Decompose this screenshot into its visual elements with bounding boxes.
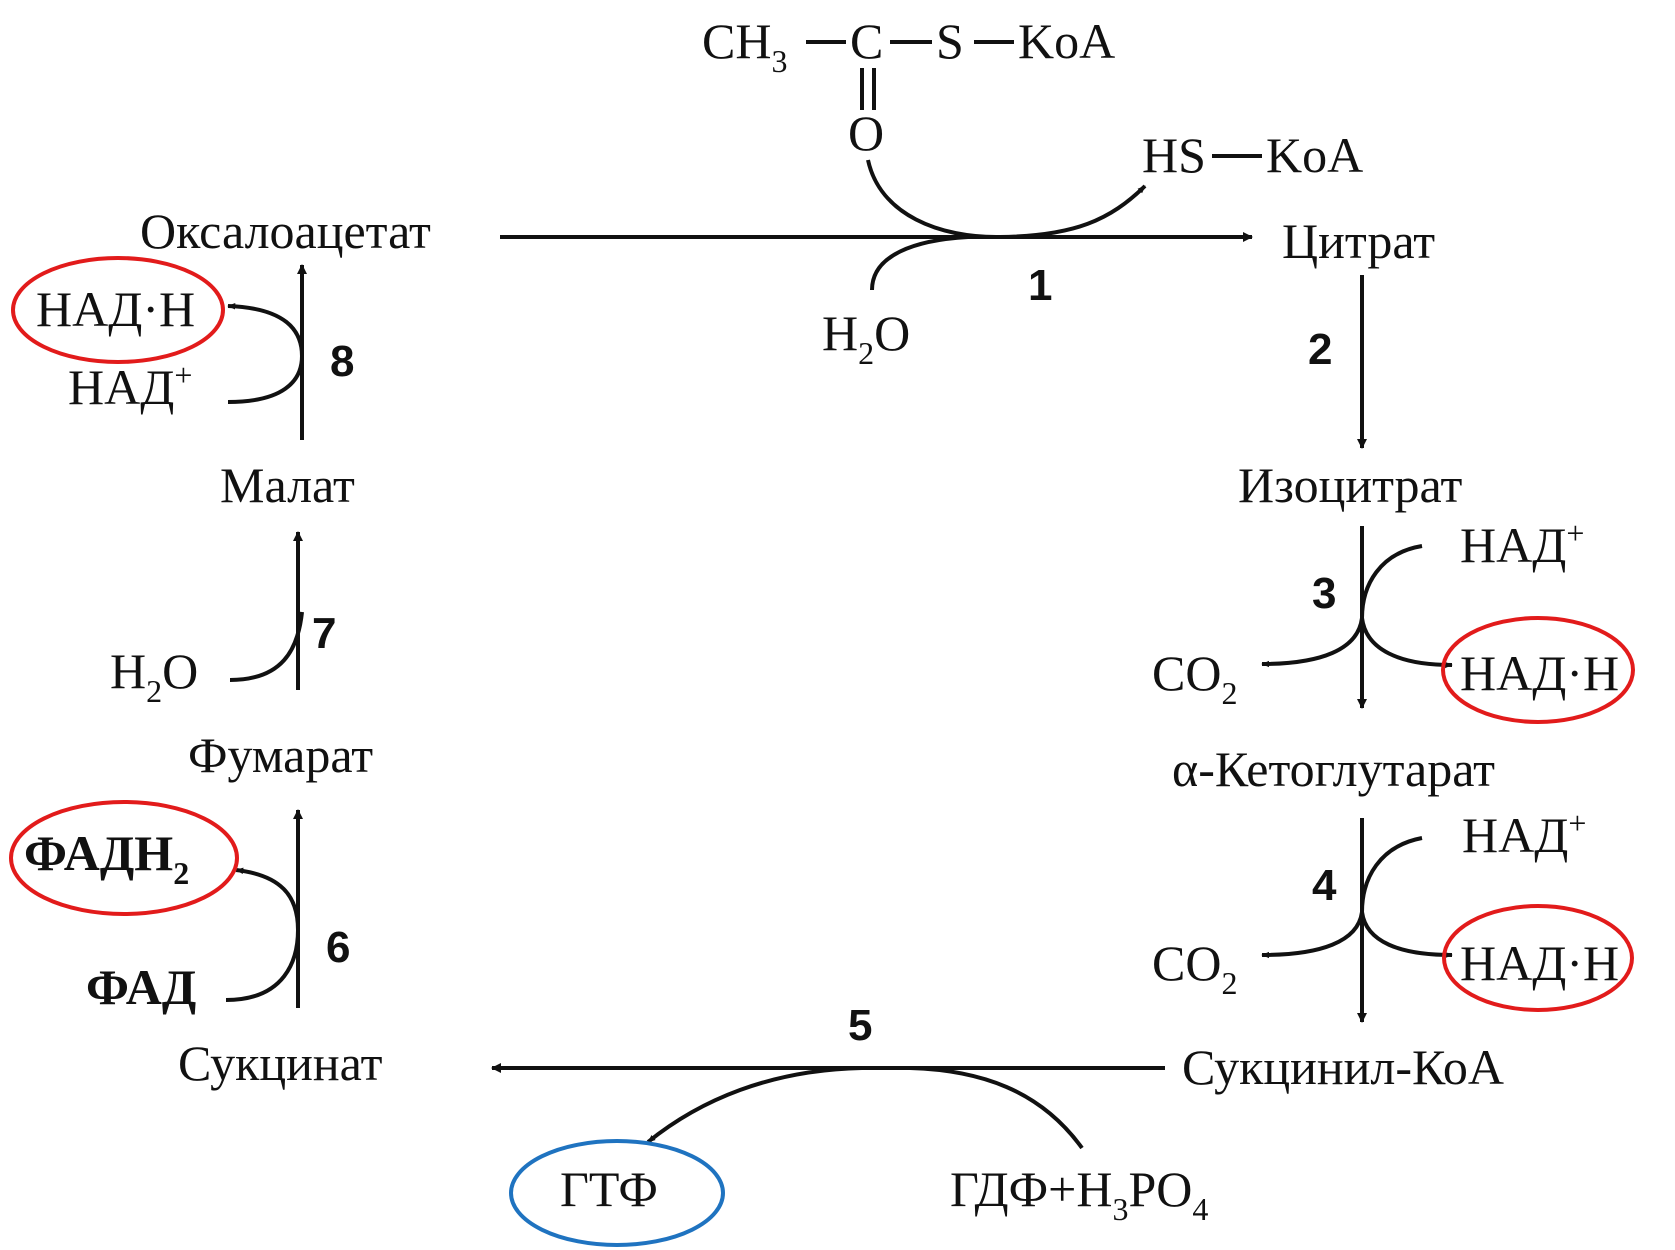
- fumarate-label: Фумарат: [188, 727, 373, 783]
- gtf-highlight-step-5: [509, 1139, 725, 1247]
- malate-label: Малат: [220, 457, 355, 513]
- nadh-highlight-step-4: [1442, 904, 1634, 1012]
- step-3-co2-curve: [1261, 617, 1364, 668]
- step-1-number: 1: [1028, 261, 1052, 310]
- acetyl-koa: KoA: [1018, 13, 1115, 69]
- step-7-number: 7: [312, 609, 336, 658]
- step-6-number: 6: [326, 923, 350, 972]
- step-8-nadh-curve: [227, 303, 304, 357]
- oxaloacetate-label: Оксалоацетат: [140, 203, 431, 259]
- step-1-acetyl-curve: [866, 159, 1147, 240]
- step-8-nad-plus: НАД+: [68, 357, 192, 415]
- hs-koa: HS KoA: [1142, 127, 1363, 183]
- acetyl-s: S: [936, 13, 964, 69]
- step-3-number: 3: [1312, 569, 1336, 618]
- step-6-fad: ФАД: [86, 959, 196, 1015]
- step-3-reaction: 3 НАД+ НАД·Н CO2: [1152, 515, 1619, 711]
- citrate-label: Цитрат: [1282, 213, 1435, 269]
- step-4-number: 4: [1312, 861, 1337, 910]
- isocitrate-label: Изоцитрат: [1238, 457, 1462, 513]
- step-5-number: 5: [848, 1001, 872, 1050]
- step-4-nad-plus: НАД+: [1462, 805, 1586, 863]
- step-3-nad-plus: НАД+: [1460, 515, 1584, 573]
- step-2-reaction: 2: [1308, 275, 1367, 449]
- nadh-highlight-step-8: [11, 256, 225, 364]
- step-5-gtf-curve: [646, 1066, 863, 1144]
- step-5-gdf: ГДФ+H3PO4: [950, 1161, 1208, 1227]
- step-7-water-curve: [229, 611, 304, 682]
- acetyl-o: O: [848, 105, 884, 161]
- step-3-co2: CO2: [1152, 645, 1237, 711]
- step-3-nad-curve: [1360, 544, 1423, 619]
- step-2-number: 2: [1308, 325, 1332, 374]
- acetyl-ch-subscript: 3: [771, 43, 787, 79]
- acetyl-ch: CH: [702, 13, 771, 69]
- step-6-fad-curve: [225, 929, 300, 1002]
- step-8-nadh: НАД·Н: [36, 281, 195, 337]
- step-4-nadh: НАД·Н: [1460, 935, 1619, 991]
- hs-koa-koa: KoA: [1266, 127, 1363, 183]
- svg-text:CH3: CH3: [702, 13, 787, 79]
- step-8-reaction: 8 НАД+ НАД·Н: [36, 264, 354, 440]
- step-8-number: 8: [330, 337, 354, 386]
- step-3-nadh-curve: [1360, 617, 1453, 669]
- step-8-nad-curve: [227, 355, 304, 404]
- step-4-co2: CO2: [1152, 935, 1237, 1001]
- step-1-reaction: 1 H2O: [500, 159, 1253, 371]
- step-6-fadh2-curve: [235, 867, 300, 931]
- step-4-co2-curve: [1261, 911, 1364, 959]
- ketoglutarate-label: α-Кетоглутарат: [1172, 741, 1495, 797]
- acetyl-c: C: [850, 13, 883, 69]
- step-7-reaction: 7 H2O: [110, 531, 336, 709]
- step-6-fadh2: ФАДН2: [24, 825, 189, 891]
- step-7-water: H2O: [110, 643, 198, 709]
- acetyl-coa-structure: CH3 C S KoA O: [702, 13, 1115, 161]
- step-1-water: H2O: [822, 305, 910, 371]
- nadh-highlight-step-3: [1441, 616, 1635, 724]
- succinyl-coa-label: Сукцинил-КоА: [1182, 1039, 1504, 1095]
- step-1-water-curve: [870, 235, 969, 291]
- step-4-nadh-curve: [1360, 911, 1453, 959]
- step-3-nadh: НАД·Н: [1460, 645, 1619, 701]
- fadh2-highlight-step-6: [9, 800, 239, 916]
- succinate-label: Сукцинат: [178, 1035, 383, 1091]
- step-5-reaction: 5 ГТФ ГДФ+H3PO4: [491, 1001, 1208, 1227]
- highlights: [9, 256, 1635, 1247]
- hs-koa-hs: HS: [1142, 127, 1206, 183]
- step-5-gtf: ГТФ: [560, 1161, 658, 1217]
- step-5-gdf-curve: [909, 1066, 1084, 1150]
- step-6-reaction: 6 ФАД ФАДН2: [24, 809, 350, 1015]
- step-4-reaction: 4 НАД+ НАД·Н CO2: [1152, 805, 1619, 1023]
- step-4-nad-curve: [1360, 836, 1423, 913]
